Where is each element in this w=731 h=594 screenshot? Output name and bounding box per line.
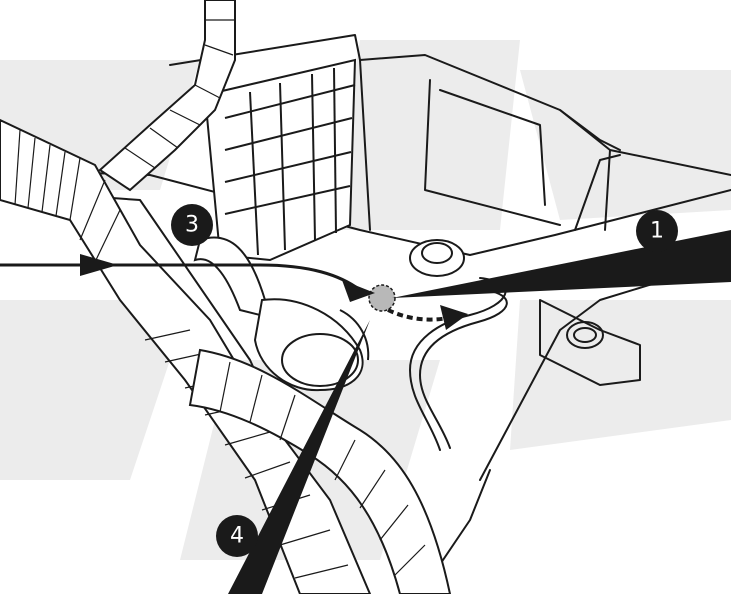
connector <box>193 236 370 392</box>
callout-1: 1 <box>636 210 678 252</box>
bracket-slot <box>566 321 604 349</box>
cable-bundle-left <box>0 118 372 594</box>
callout-4: 4 <box>216 515 258 557</box>
callout-3: 3 <box>171 204 213 246</box>
wire <box>409 277 507 451</box>
callout-4-label: 4 <box>230 524 244 549</box>
rotate-arrowhead <box>440 305 468 330</box>
grommet-inner <box>421 242 453 264</box>
arrowhead-left <box>80 254 118 276</box>
callout-3-label: 3 <box>185 213 199 238</box>
leader-4 <box>228 320 370 594</box>
callout-1-label: 1 <box>650 219 664 244</box>
cable-bundle-top <box>98 0 236 192</box>
rotate-arrow <box>387 305 468 330</box>
insert-arrow <box>0 254 375 302</box>
arrowhead-target <box>342 280 375 302</box>
bracket <box>539 299 641 386</box>
target-marker <box>368 284 396 312</box>
grille <box>203 58 357 262</box>
